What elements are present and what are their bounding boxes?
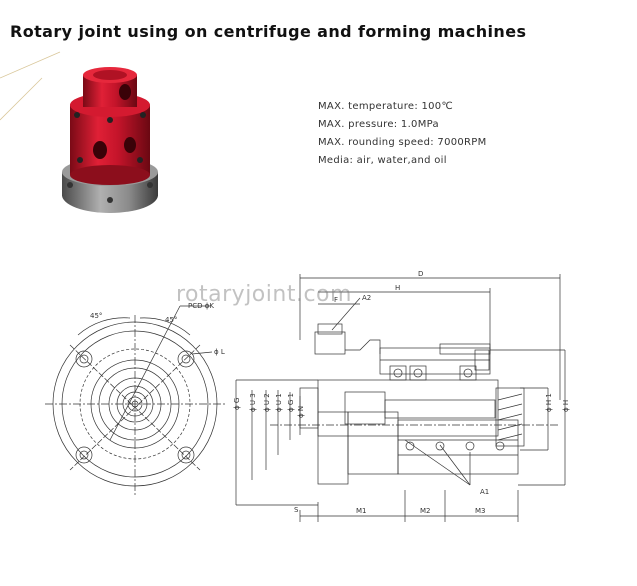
- dim-d-label: D: [418, 270, 423, 278]
- phi-u1-label: ϕ U 1: [275, 393, 283, 412]
- angle-label-right: 45°: [165, 316, 177, 324]
- spec-list: MAX. temperature: 100℃ MAX. pressure: 1.…: [318, 98, 487, 170]
- dim-m1-label: M1: [356, 507, 367, 515]
- watermark: rotaryjoint.com: [176, 282, 352, 307]
- phi-n-label: ϕ N: [297, 406, 305, 418]
- phi-u3-label: ϕ U 3: [249, 393, 257, 412]
- technical-drawing: 45° 45° PCD ϕK ϕ L D H A2 F ϕ G ϕ U 3 ϕ …: [45, 270, 570, 522]
- rotary-joint-product-image: [62, 67, 158, 213]
- spec-pressure: MAX. pressure: 1.0MPa: [318, 119, 439, 130]
- a2-label: A2: [362, 294, 371, 302]
- phi-l-label: ϕ L: [214, 348, 225, 356]
- phi-h1-label: ϕ H 1: [545, 393, 553, 412]
- dim-m3-label: M3: [475, 507, 486, 515]
- phi-u2-label: ϕ U 2: [263, 393, 271, 412]
- spec-media: Media: air, water,and oil: [318, 155, 447, 166]
- decorative-lines: [0, 51, 61, 121]
- spec-temperature: MAX. temperature: 100℃: [318, 101, 453, 112]
- phi-h-label: ϕ H: [562, 400, 570, 412]
- spec-speed: MAX. rounding speed: 7000RPM: [318, 137, 487, 148]
- dim-h-label: H: [395, 284, 400, 292]
- phi-g-label: ϕ G: [233, 398, 241, 410]
- dim-s-label: S: [294, 506, 299, 514]
- phi-g1-label: ϕ G 1: [287, 393, 295, 412]
- dim-m2-label: M2: [420, 507, 431, 515]
- pcd-label: PCD ϕK: [188, 302, 214, 310]
- angle-label-left: 45°: [90, 312, 102, 320]
- a1-label: A1: [480, 488, 489, 496]
- dim-f-label: F: [334, 296, 338, 304]
- page-title: Rotary joint using on centrifuge and for…: [10, 22, 527, 41]
